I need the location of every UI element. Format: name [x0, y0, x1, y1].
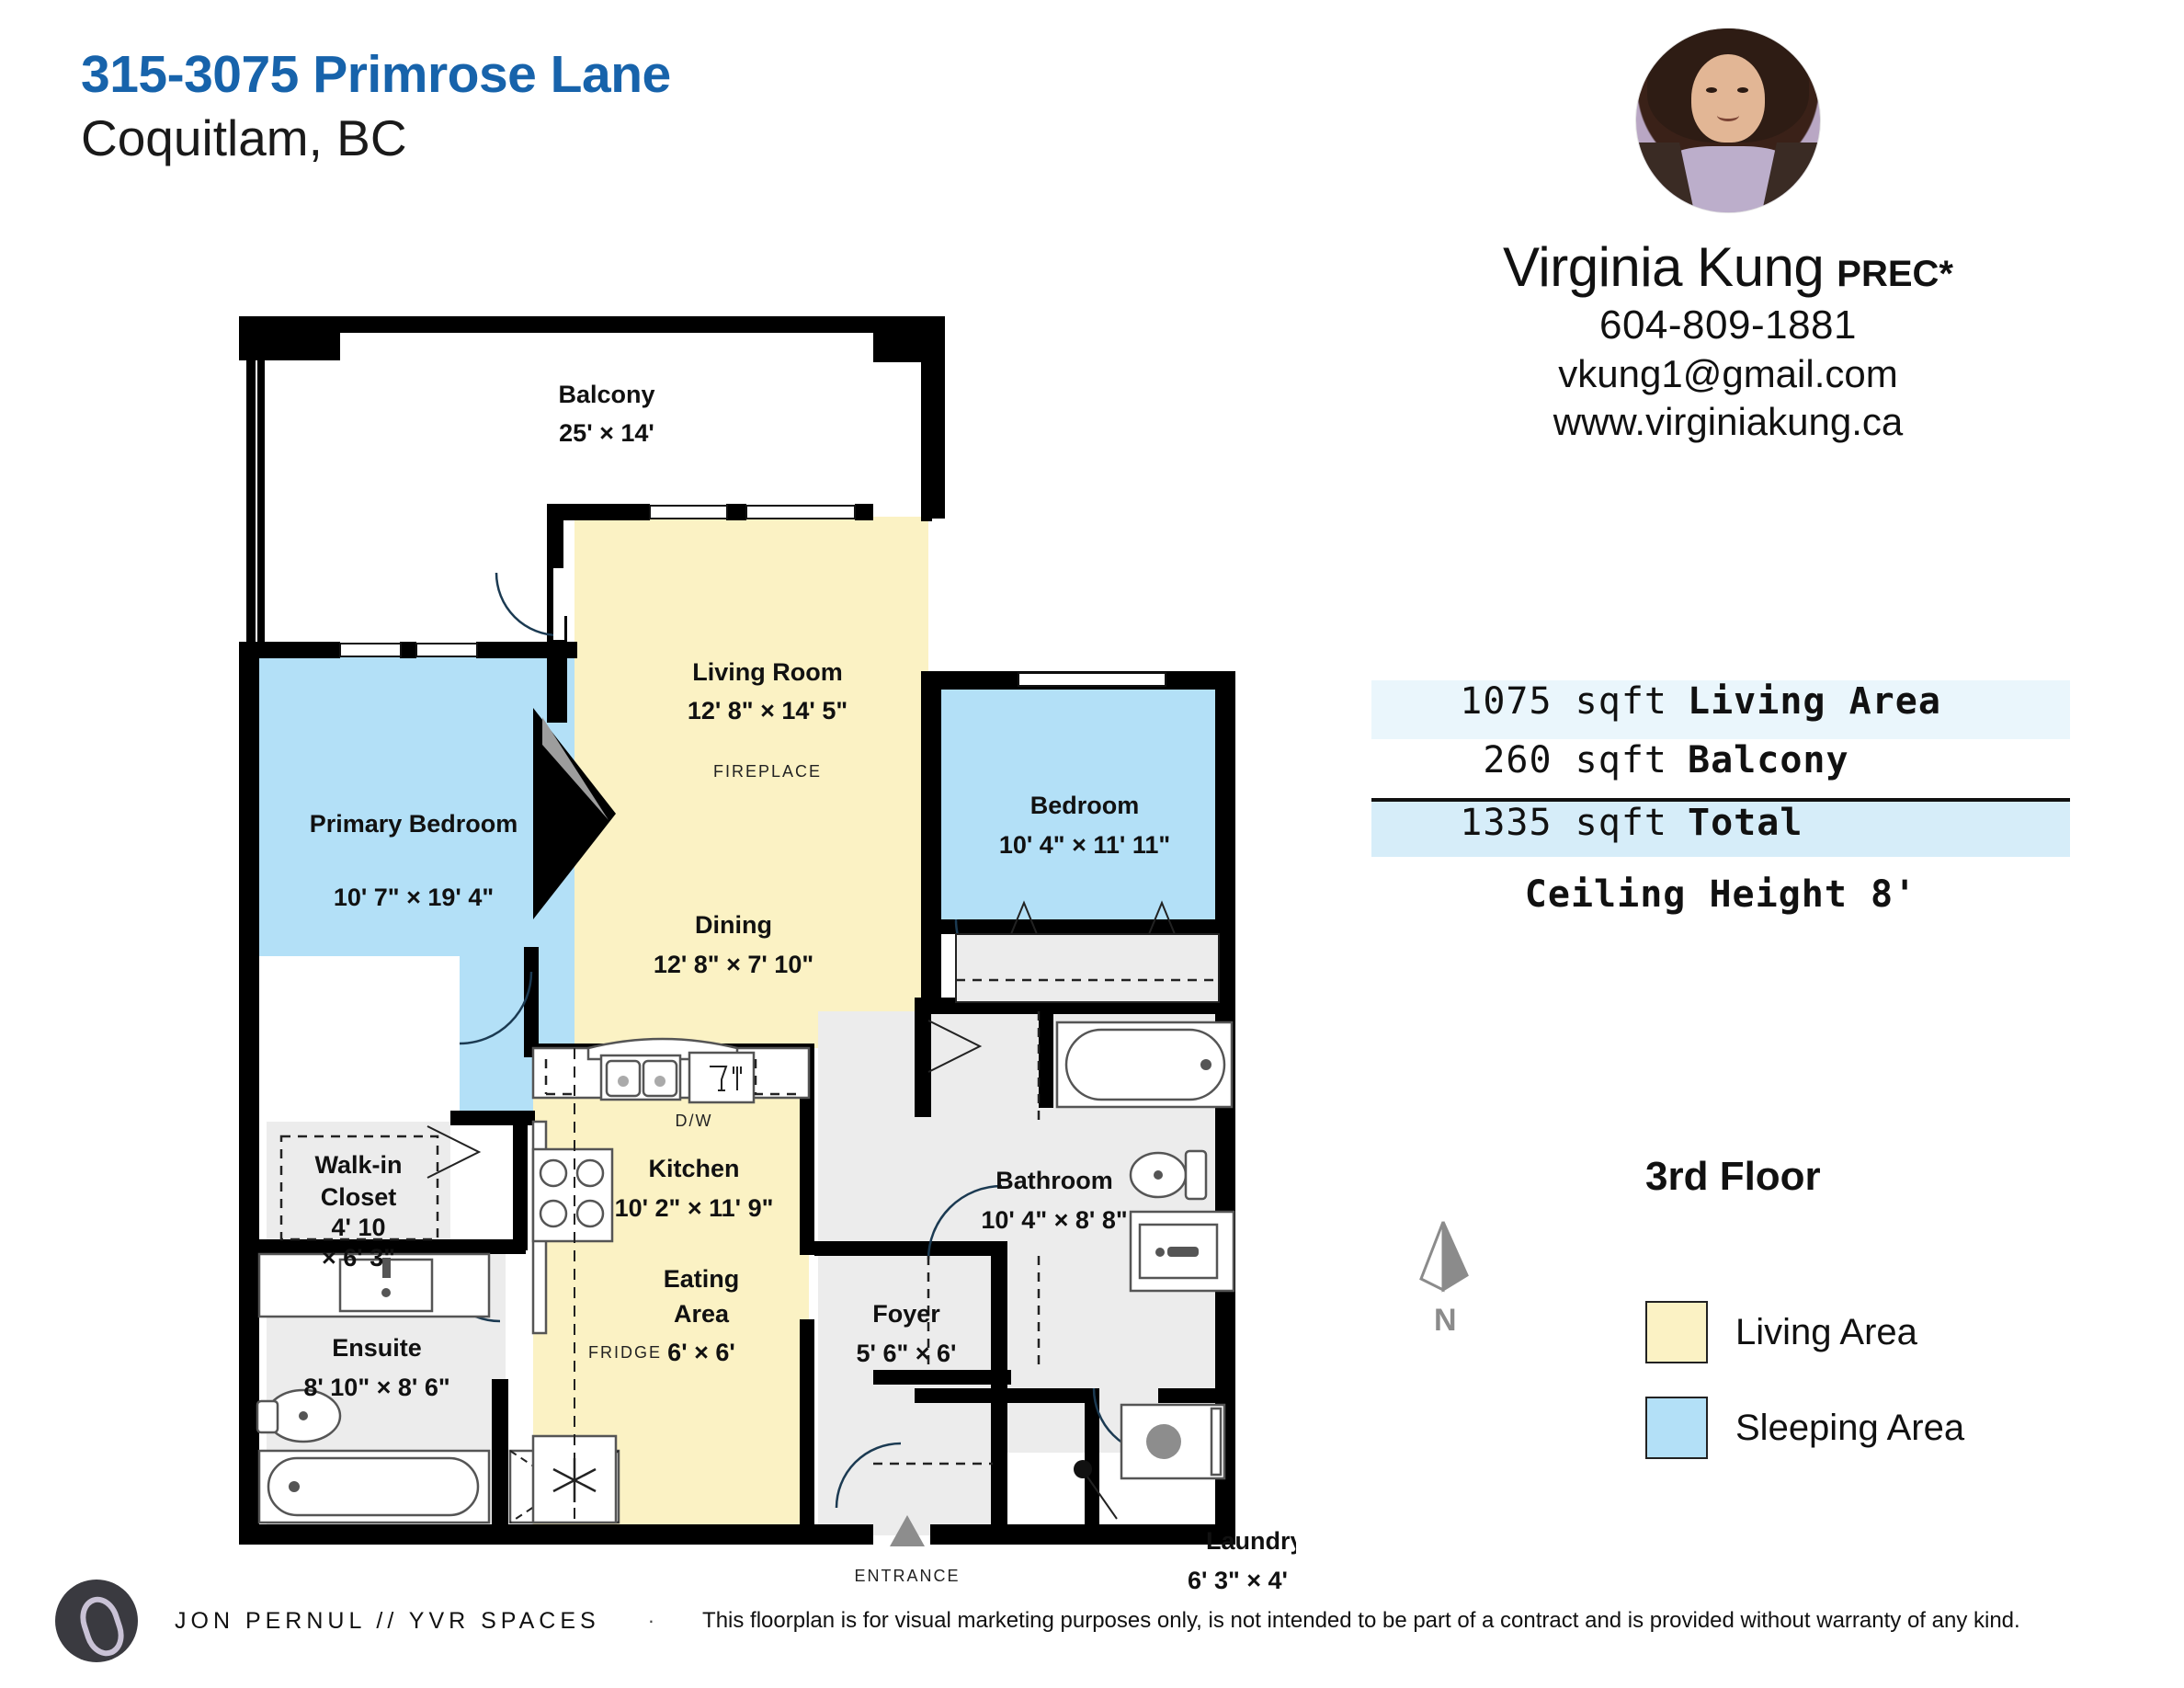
- room-dims-walk-in-closet-2: × 6' 3": [322, 1244, 395, 1272]
- room-dims-balcony: 25' × 14': [559, 419, 654, 447]
- agent-name-row: Virginia Kung PREC*: [1360, 235, 2096, 299]
- legend-label: Sleeping Area: [1735, 1407, 1965, 1448]
- room-label-kitchen: Kitchen: [648, 1155, 739, 1182]
- footer-brand: JON PERNUL // YVR SPACES: [175, 1607, 600, 1634]
- legend-swatch-living: [1645, 1301, 1708, 1363]
- floor-label: 3rd Floor: [1645, 1154, 1821, 1199]
- fireplace-label: FIREPLACE: [713, 762, 822, 781]
- area-stats: 1075 sqft Living Area 260 sqft Balcony 1…: [1371, 680, 2070, 916]
- room-label-balcony: Balcony: [558, 381, 654, 408]
- room-dims-laundry: 6' 3" × 4' 11": [1188, 1567, 1296, 1594]
- room-dims-dining: 12' 8" × 7' 10": [654, 951, 813, 978]
- legend-item-living-area: Living Area: [1645, 1301, 1964, 1363]
- yvr-spaces-logo-icon: [55, 1580, 138, 1662]
- stat-label: Total: [1688, 802, 1803, 844]
- agent-website[interactable]: www.virginiakung.ca: [1553, 400, 1904, 443]
- room-label-eating-area-2: Area: [674, 1300, 730, 1328]
- room-label-bathroom: Bathroom: [995, 1167, 1113, 1194]
- footer-disclaimer: This floorplan is for visual marketing p…: [702, 1608, 2020, 1633]
- dishwasher-label: D/W: [676, 1112, 713, 1130]
- stat-value: 260 sqft: [1483, 739, 1667, 781]
- room-dims-kitchen: 10' 2" × 11' 9": [615, 1194, 774, 1222]
- floorplan: .wall{fill:#000;} .liv{fill:#fbf2c4;} .s…: [230, 313, 1296, 1600]
- stat-row-balcony: 260 sqft Balcony: [1371, 739, 2070, 798]
- entrance-label: ENTRANCE: [854, 1567, 960, 1585]
- room-dims-living-room: 12' 8" × 14' 5": [688, 697, 847, 724]
- ceiling-height-label: Ceiling Height 8': [1524, 873, 1917, 916]
- room-dims-ensuite: 8' 10" × 8' 6": [303, 1374, 449, 1401]
- room-label-laundry: Laundry: [1206, 1527, 1296, 1555]
- stat-row-total: 1335 sqft Total: [1371, 798, 2070, 857]
- room-label-eating-area-1: Eating: [664, 1265, 740, 1293]
- room-label-dining: Dining: [695, 911, 772, 939]
- room-labels: Balcony 25' × 14' Living Room 12' 8" × 1…: [303, 381, 1296, 1594]
- stat-value: 1335 sqft: [1460, 802, 1667, 844]
- stat-label: Balcony: [1688, 739, 1849, 781]
- stat-value: 1075 sqft: [1460, 680, 1667, 723]
- room-dims-primary-bedroom: 10' 7" × 19' 4": [334, 884, 494, 911]
- page-subtitle-city: Coquitlam, BC: [81, 109, 407, 166]
- legend-swatch-sleeping: [1645, 1397, 1708, 1459]
- room-label-walk-in-closet-2: Closet: [321, 1183, 397, 1211]
- legend-label: Living Area: [1735, 1311, 1917, 1352]
- room-label-ensuite: Ensuite: [332, 1334, 422, 1362]
- room-dims-walk-in-closet: 4' 10: [332, 1214, 386, 1241]
- room-dims-bathroom: 10' 4" × 8' 8": [981, 1206, 1127, 1234]
- agent-email[interactable]: vkung1@gmail.com: [1558, 352, 1898, 395]
- footer-separator: ·: [647, 1609, 655, 1632]
- footer: JON PERNUL // YVR SPACES · This floorpla…: [55, 1580, 2020, 1662]
- legend: Living Area Sleeping Area: [1645, 1301, 1964, 1492]
- agent-designation: PREC*: [1837, 254, 1953, 294]
- room-label-walk-in-closet-1: Walk-in: [314, 1151, 402, 1179]
- room-label-foyer: Foyer: [872, 1300, 940, 1328]
- agent-card: Virginia Kung PREC* 604-809-1881 vkung1@…: [1360, 28, 2096, 444]
- room-dims-eating-area: 6' × 6': [667, 1339, 735, 1366]
- legend-item-sleeping-area: Sleeping Area: [1645, 1397, 1964, 1459]
- compass-north-label: N: [1434, 1303, 1457, 1338]
- room-label-primary-bedroom: Primary Bedroom: [310, 810, 518, 838]
- room-label-living-room: Living Room: [692, 658, 843, 686]
- room-dims-bedroom: 10' 4" × 11' 11": [999, 831, 1170, 859]
- room-dims-foyer: 5' 6" × 6': [857, 1340, 957, 1367]
- agent-phone[interactable]: 604-809-1881: [1598, 302, 1857, 348]
- room-label-bedroom: Bedroom: [1030, 792, 1140, 819]
- stat-label: Living Area: [1688, 680, 1941, 723]
- stat-row-living-area: 1075 sqft Living Area: [1371, 680, 2070, 739]
- avatar: [1635, 28, 1821, 213]
- compass-icon: N: [1416, 1218, 1498, 1338]
- fridge-label: FRIDGE: [588, 1343, 662, 1362]
- page-title-address: 315-3075 Primrose Lane: [81, 45, 671, 104]
- agent-name: Virginia Kung: [1502, 236, 1825, 298]
